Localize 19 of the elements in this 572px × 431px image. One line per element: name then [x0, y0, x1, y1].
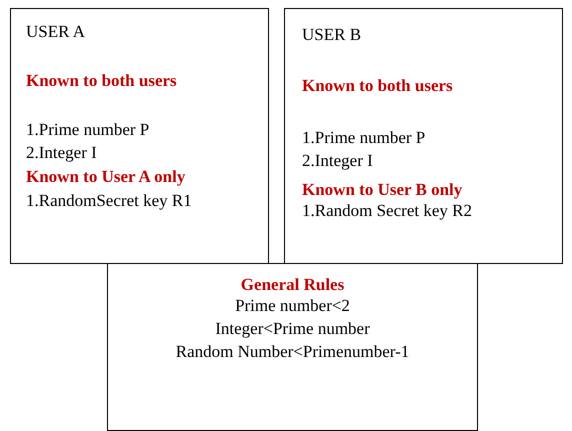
- panel-title: USER A: [26, 22, 86, 42]
- list-item: Prime number<2: [234, 296, 351, 316]
- section-heading: Known to User B only: [302, 180, 462, 200]
- list-item: Integer<Prime number: [214, 319, 371, 339]
- section-heading: General Rules: [240, 275, 346, 295]
- section-heading: Known to both users: [26, 71, 177, 91]
- list-item: 1.Prime number P: [26, 120, 150, 140]
- list-item: 1.Random Secret key R2: [302, 201, 472, 221]
- section-heading: Known to both users: [302, 76, 453, 96]
- list-item: 1.RandomSecret key R1: [26, 191, 192, 211]
- list-item: 2.Integer I: [302, 151, 373, 171]
- text-panel: [284, 8, 563, 264]
- text-panel: [107, 263, 478, 431]
- list-item: 2.Integer I: [26, 143, 97, 163]
- panel-title: USER B: [302, 25, 362, 45]
- text-panel: [10, 8, 269, 264]
- list-item: 1.Prime number P: [302, 128, 426, 148]
- list-item: Random Number<Primenumber-1: [174, 342, 410, 362]
- section-heading: Known to User A only: [26, 167, 186, 187]
